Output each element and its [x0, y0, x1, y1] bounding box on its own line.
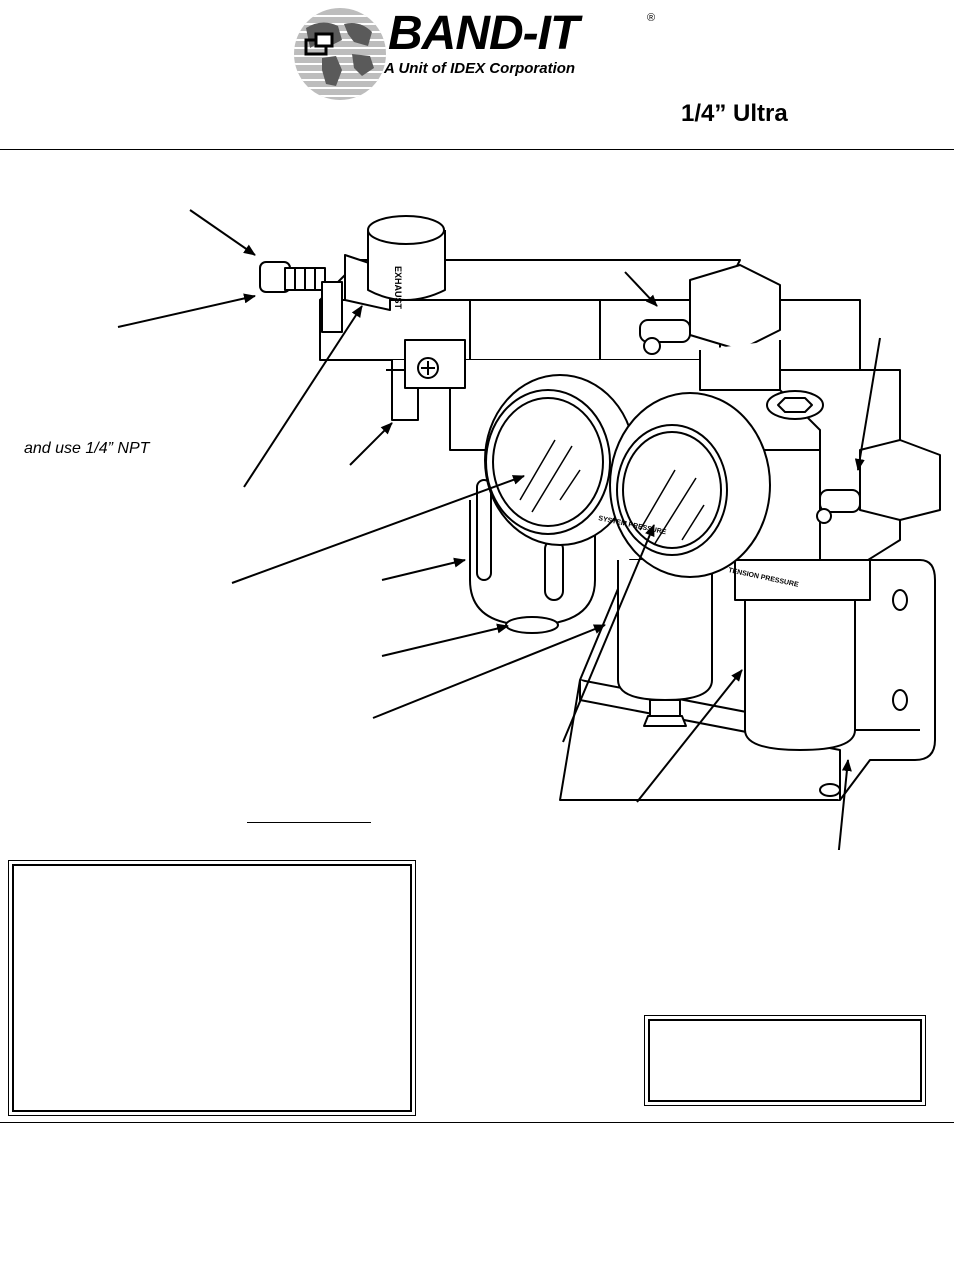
arrow-bottom-exhaust	[349, 422, 393, 466]
arrow-filter-drain	[381, 623, 509, 657]
arrow-right-gauge	[562, 524, 655, 743]
arrow-left-gauge	[231, 475, 525, 584]
tension-pressure-gauge	[609, 392, 771, 578]
regulator-bowl	[617, 560, 713, 727]
arrow-inlet-side	[117, 293, 256, 328]
arrow-side-fitting	[854, 337, 881, 471]
notes-box	[8, 860, 416, 1116]
figure-caption-underline	[247, 822, 371, 823]
arrow-sight-glass	[381, 557, 466, 581]
air-preparation-assembly-drawing: EXHAUST SYSTEM PRESSURE TENSION PRESSURE	[117, 209, 941, 850]
arrow-inlet-top	[189, 209, 256, 256]
globe-icon	[294, 8, 386, 100]
npt-callout: and use 1/4” NPT	[24, 440, 150, 457]
arrow-bracket	[837, 759, 852, 850]
arrow-tension-bowl	[636, 669, 743, 803]
hex-plug	[766, 390, 824, 420]
band-it-logo: BAND-IT ® A Unit of IDEX Corporation	[292, 6, 662, 102]
screw-clamp	[404, 339, 466, 389]
system-pressure-gauge	[484, 374, 636, 546]
leader-arrows	[117, 209, 881, 850]
exhaust-label: EXHAUST	[393, 266, 403, 310]
footer-divider	[0, 1122, 954, 1123]
arrow-pilot-fitting	[624, 271, 658, 307]
tension-regulator-bowl	[734, 559, 871, 751]
pilot-solenoid	[639, 264, 781, 391]
inlet-quick-connect	[259, 261, 343, 333]
arrow-regulator-bowl	[372, 624, 606, 719]
part-number-box	[644, 1015, 926, 1106]
brand-name: BAND-IT	[388, 7, 579, 60]
brand-tagline: A Unit of IDEX Corporation	[384, 60, 576, 77]
registered-mark: ®	[647, 12, 656, 24]
side-solenoid	[816, 439, 941, 524]
arrow-exhaust	[243, 305, 363, 488]
product-title: 1/4” Ultra	[681, 100, 788, 127]
exhaust-solenoid	[344, 215, 446, 311]
header-divider	[0, 149, 954, 150]
